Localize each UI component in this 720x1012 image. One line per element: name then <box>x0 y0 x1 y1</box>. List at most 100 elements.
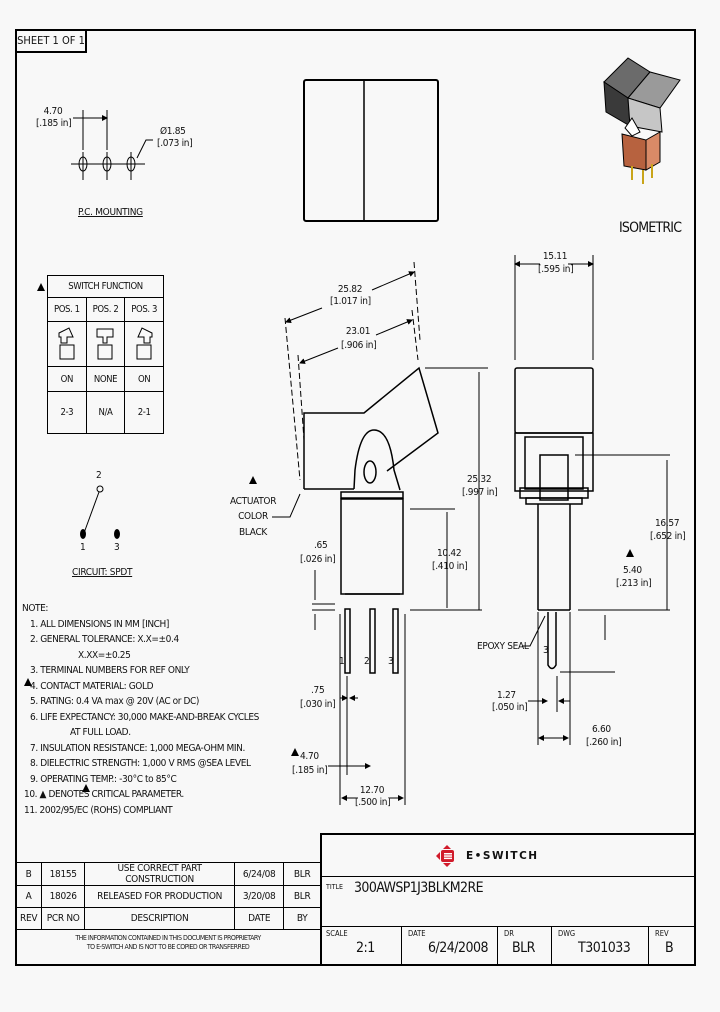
dim-pitch-mm: 4.70 <box>300 751 319 762</box>
dim-overall-in: [1.017 in] <box>330 296 371 307</box>
title-field: TITLE 300AWSP1J3BLKM2RE <box>320 877 696 927</box>
title-label: TITLE <box>326 883 344 891</box>
circuit-spdt-symbol <box>83 485 104 534</box>
desc-cell: USE CORRECT PART CONSTRUCTION <box>84 862 236 886</box>
date-cell: 3/20/08 <box>234 885 285 908</box>
pos-1-state: ON <box>47 366 87 392</box>
actuator-note-line2: COLOR <box>238 511 268 522</box>
end-view-dimensions <box>514 255 670 745</box>
brand-name: E•SWITCH <box>466 850 539 862</box>
dim-paddle-mm: 23.01 <box>345 326 371 337</box>
end-pin-label: 3 <box>543 645 549 656</box>
note-item: 8. DIELECTRIC STRENGTH: 1,000 V RMS @SEA… <box>30 758 251 769</box>
note-item: AT FULL LOAD. <box>70 727 131 738</box>
end-pin-w-mm: 1.27 <box>497 690 516 701</box>
proprietary-line-1: THE INFORMATION CONTAINED IN THIS DOCUME… <box>75 934 261 942</box>
dim-height-in: [.997 in] <box>462 487 498 498</box>
note-item: 3. TERMINAL NUMBERS FOR REF ONLY <box>30 665 190 676</box>
critical-parameter-markers <box>24 283 634 792</box>
switch-function-title: SWITCH FUNCTION <box>47 275 164 298</box>
rev-value: B <box>665 940 674 956</box>
revision-field: REV B <box>649 927 696 966</box>
by-header: BY <box>283 907 321 930</box>
by-cell: BLR <box>283 862 321 886</box>
pcr-cell: 18155 <box>41 862 86 886</box>
scale-field: SCALE 2:1 <box>320 927 402 966</box>
notes-block: NOTE: 1. ALL DIMENSIONS IN MM [INCH] 2. … <box>22 601 259 818</box>
drawing-number-field: DWG T301033 <box>552 927 649 966</box>
dim-paddle-in: [.906 in] <box>341 340 377 351</box>
pc-pitch-in: [.185 in] <box>36 118 72 129</box>
note-item: 6. LIFE EXPECTANCY: 30,000 MAKE-AND-BREA… <box>30 711 259 723</box>
pcr-cell: 18026 <box>41 885 86 908</box>
actuator-note-line3: BLACK <box>238 527 268 538</box>
date-value: 6/24/2008 <box>428 940 489 956</box>
revision-header-row: REV PCR NO DESCRIPTION DATE BY <box>14 907 321 930</box>
end-pin-len-in: [.213 in] <box>616 578 652 589</box>
pc-mounting-caption: P.C. MOUNTING <box>78 207 143 218</box>
dim-standoff-in: [.026 in] <box>300 554 336 565</box>
pin-label-1: 1 <box>339 656 345 667</box>
dwg-label: DWG <box>558 929 576 938</box>
by-cell: BLR <box>283 885 321 908</box>
revision-table: B 18155 USE CORRECT PART CONSTRUCTION 6/… <box>14 862 321 930</box>
dim-height-mm: 25.32 <box>467 474 492 485</box>
dim-width-mm: 12.70 <box>359 785 385 796</box>
end-total-in: [.652 in] <box>650 531 686 542</box>
pc-hole-dia-mm: Ø1.85 <box>160 126 186 137</box>
actuator-note-line1: ACTUATOR <box>230 496 277 507</box>
dr-value: BLR <box>512 940 535 956</box>
note-item: 4. CONTACT MATERIAL: GOLD <box>30 680 154 692</box>
dim-body-in: [.410 in] <box>432 561 468 572</box>
rocker-pos3-icon <box>124 321 164 367</box>
revision-row: A 18026 RELEASED FOR PRODUCTION 3/20/08 … <box>14 885 321 908</box>
rev-cell: A <box>14 885 43 908</box>
dim-pitch-in: [.185 in] <box>292 765 328 776</box>
pos-3-connection: 2-1 <box>124 391 164 434</box>
note-item: 7. INSULATION RESISTANCE: 1,000 MEGA-OHM… <box>30 742 245 754</box>
title-block-fields: SCALE 2:1 DATE 6/24/2008 DR BLR DWG T301… <box>320 927 696 966</box>
notes-heading: NOTE: <box>22 603 49 614</box>
end-view-outline <box>514 367 594 670</box>
epoxy-seal-label: EPOXY SEAL <box>477 641 529 652</box>
pos-1-connection: 2-3 <box>47 391 87 434</box>
drawn-by-field: DR BLR <box>498 927 552 966</box>
dim-standoff-mm: .65 <box>314 540 328 551</box>
date-cell: 6/24/08 <box>234 862 285 886</box>
pcr-header: PCR NO <box>41 907 86 930</box>
sheet-label: SHEET 1 OF 1 <box>15 29 87 53</box>
desc-cell: RELEASED FOR PRODUCTION <box>84 885 236 908</box>
end-total-mm: 16.57 <box>655 518 680 529</box>
pos-3-header: POS. 3 <box>124 297 164 322</box>
isometric-caption: ISOMETRIC <box>619 220 682 236</box>
proprietary-line-2: TO E-SWITCH AND IS NOT TO BE COPIED OR T… <box>86 943 250 951</box>
note-item: 5. RATING: 0.4 VA max @ 20V (AC or DC) <box>30 696 200 707</box>
note-item: 11. 2002/95/EC (ROHS) COMPLIANT <box>24 804 173 816</box>
end-body-mm: 6.60 <box>592 724 611 735</box>
brand-logo-area: E•SWITCH <box>320 833 696 877</box>
pos-2-header: POS. 2 <box>85 297 126 322</box>
end-body-in: [.260 in] <box>586 737 622 748</box>
pc-hole-dia-in: [.073 in] <box>157 138 193 149</box>
dim-pin-mm: .75 <box>311 685 325 696</box>
dim-width-in: [.500 in] <box>355 797 391 808</box>
scale-label: SCALE <box>326 929 348 938</box>
pos-1-header: POS. 1 <box>47 297 87 322</box>
side-view-outline <box>303 366 439 674</box>
circuit-terminal-1: 1 <box>80 542 86 553</box>
dwg-value: T301033 <box>578 940 631 956</box>
circuit-terminal-2: 2 <box>96 470 102 481</box>
pin-label-3: 3 <box>388 656 394 667</box>
part-number-title: 300AWSP1J3BLKM2RE <box>354 880 484 896</box>
note-item: X.XX=±0.25 <box>78 649 131 661</box>
title-block <box>320 833 696 966</box>
pos-3-state: ON <box>124 366 164 392</box>
note-item: 1. ALL DIMENSIONS IN MM [INCH] <box>30 618 170 630</box>
end-width-mm: 15.11 <box>542 251 568 262</box>
rev-header: REV <box>14 907 43 930</box>
circuit-terminal-3: 3 <box>114 542 120 553</box>
pos-2-state: NONE <box>85 366 126 392</box>
end-pin-w-in: [.050 in] <box>492 702 528 713</box>
desc-header: DESCRIPTION <box>84 907 236 930</box>
eswitch-logo-icon <box>436 845 454 867</box>
